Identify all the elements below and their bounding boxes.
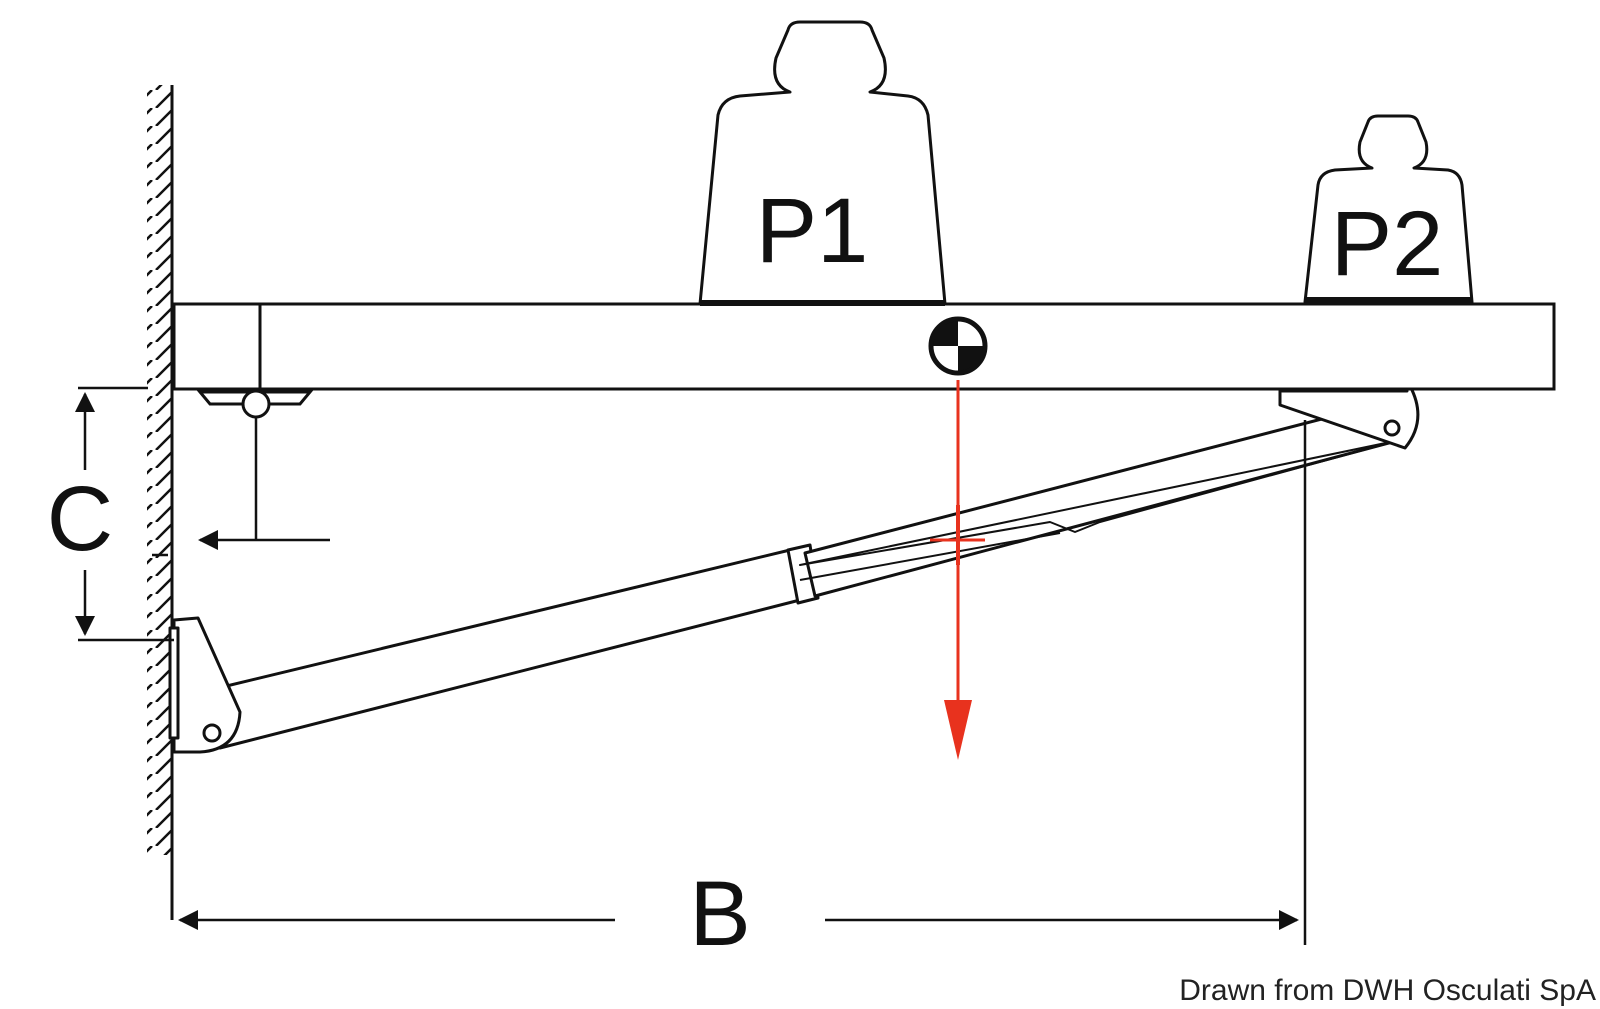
hinge-pin-icon (202, 723, 222, 743)
dimension-c (75, 386, 330, 642)
weight-p2: P2 (1303, 114, 1474, 304)
dimension-b-label: B (689, 863, 750, 965)
load-arrow (930, 380, 985, 760)
gas-strut (208, 398, 1402, 750)
center-of-gravity-icon (928, 316, 988, 376)
top-wall-hinge (196, 389, 314, 419)
hinge-pin-icon (1383, 419, 1401, 437)
weight-p2-label: P2 (1331, 193, 1444, 295)
dimension-c-label: C (47, 468, 113, 570)
wall (147, 85, 174, 920)
weight-p1-label: P1 (756, 180, 869, 282)
wall-hinge-bracket (168, 616, 242, 754)
dimension-b (178, 420, 1307, 945)
credit-text: Drawn from DWH Osculati SpA (1179, 974, 1596, 1007)
shelf-board (172, 302, 1556, 391)
weight-p1: P1 (698, 20, 947, 306)
